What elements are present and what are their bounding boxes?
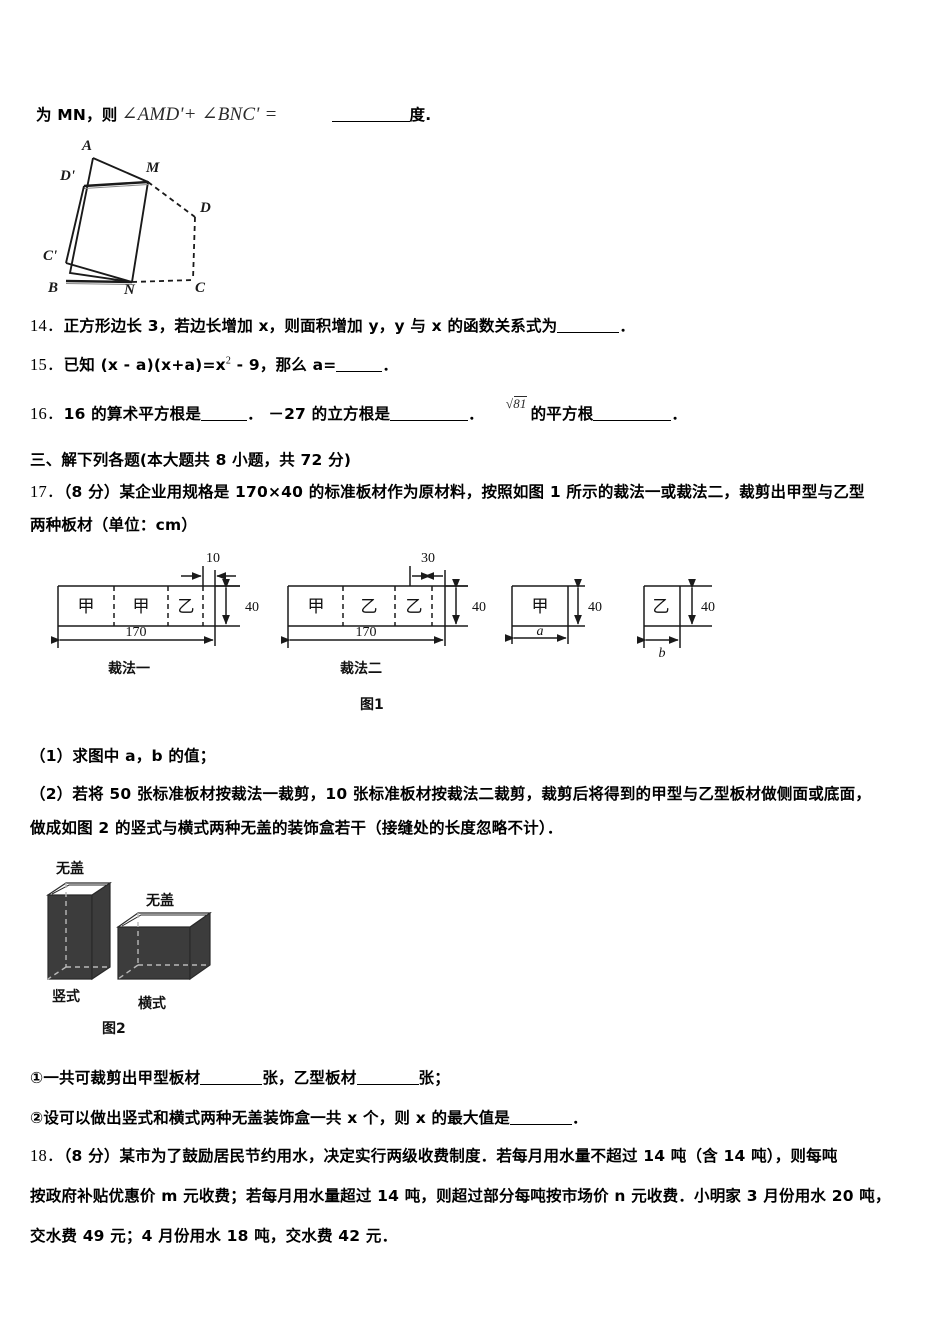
q17-text-line2: 两种板材（单位：cm） bbox=[30, 516, 198, 534]
q17-item2-text-b: ． bbox=[572, 1109, 588, 1127]
figure-2-caption: 图2 bbox=[102, 1021, 126, 1037]
section-3-title: 三、解下列各题(本大题共 8 小题，共 72 分) bbox=[30, 451, 352, 469]
plan-b-piece-3: 乙 bbox=[406, 597, 423, 617]
fig-fold-label-M: M bbox=[146, 160, 160, 176]
radical-bar bbox=[513, 396, 527, 397]
piece-a-width-label: a bbox=[537, 624, 544, 639]
piece-b-char: 乙 bbox=[653, 597, 670, 617]
q17-sub-1: （1）求图中 a，b 的值； bbox=[30, 746, 215, 766]
q15-number: 15． bbox=[30, 355, 64, 374]
box-vertical-top-label: 无盖 bbox=[56, 861, 84, 877]
q16-text-b: ． －27 的立方根是 bbox=[247, 405, 391, 423]
plan-b-width-label: 170 bbox=[356, 625, 377, 640]
box-horizontal-top-label: 无盖 bbox=[146, 893, 174, 909]
q16-blank-2[interactable] bbox=[390, 420, 469, 421]
plan-b-caption: 裁法二 bbox=[340, 661, 382, 677]
q17-score: （8 分） bbox=[63, 483, 120, 501]
q17-number: 17． bbox=[30, 482, 64, 501]
q17-item1-text-a: ①一共可裁剪出甲型板材 bbox=[30, 1069, 201, 1087]
fig-fold-label-A: A bbox=[82, 138, 93, 154]
box-vertical-name: 竖式 bbox=[52, 989, 80, 1005]
plan-a-height-label: 40 bbox=[245, 600, 259, 615]
q16-text-e: ． bbox=[671, 405, 688, 423]
question-14: 14．正方形边长 3，若边长增加 x，则面积增加 y，y 与 x 的函数关系式为… bbox=[30, 316, 635, 336]
q14-number: 14． bbox=[30, 316, 64, 335]
q15-period: ． bbox=[382, 356, 399, 374]
q14-answer-blank[interactable] bbox=[557, 332, 620, 333]
figure-folding-quadrilateral: A D' M D C' B N C bbox=[40, 138, 270, 308]
q14-text: 正方形边长 3，若边长增加 x，则面积增加 y，y 与 x 的函数关系式为 bbox=[63, 317, 558, 335]
q17-item1-blank-1[interactable] bbox=[200, 1084, 263, 1085]
question-17-line-2: 两种板材（单位：cm） bbox=[30, 515, 197, 535]
q16-blank-1[interactable] bbox=[201, 420, 248, 421]
piece-b-height-label: 40 bbox=[701, 600, 715, 615]
q17-sub-2-line-2: 做成如图 2 的竖式与横式两种无盖的装饰盒若干（接缝处的长度忽略不计）． bbox=[30, 818, 563, 838]
fig-fold-label-Dprime: D' bbox=[60, 168, 75, 184]
q17-text-line1: 某企业用规格是 170×40 的标准板材作为原材料，按照如图 1 所示的裁法一或… bbox=[119, 483, 865, 501]
piece-b-width-label: b bbox=[659, 646, 666, 661]
figure-2-boxes: 无盖 无盖 竖式 横式 图2 bbox=[30, 855, 280, 1050]
q15-text-b: - 9，那么 a= bbox=[231, 356, 337, 374]
q18-text-line1: 某市为了鼓励居民节约用水，决定实行两级收费制度．若每月用水量不超过 14 吨（含… bbox=[119, 1147, 838, 1165]
q17-sub2-text-2: 做成如图 2 的竖式与横式两种无盖的装饰盒若干（接缝处的长度忽略不计）． bbox=[30, 819, 563, 837]
q18-score: （8 分） bbox=[63, 1147, 120, 1165]
q13-suffix: 度. bbox=[409, 106, 432, 124]
q14-period: ． bbox=[619, 317, 636, 335]
piece-a-char: 甲 bbox=[532, 597, 549, 617]
fig-fold-label-N: N bbox=[124, 282, 135, 298]
plan-a-width-label: 170 bbox=[126, 625, 147, 640]
q15-answer-blank[interactable] bbox=[336, 371, 383, 372]
plan-b-piece-2: 乙 bbox=[361, 597, 378, 617]
plan-b-height-label: 40 bbox=[472, 600, 486, 615]
question-17-line-1: 17．（8 分）某企业用规格是 170×40 的标准板材作为原材料，按照如图 1… bbox=[30, 482, 865, 502]
q17-item1-text-b: 张，乙型板材 bbox=[262, 1069, 357, 1087]
plan-a-caption: 裁法一 bbox=[108, 661, 150, 677]
plan-a-piece-2: 甲 bbox=[133, 597, 150, 617]
q16-text-a: 16 的算术平方根是 bbox=[63, 405, 202, 423]
piece-a-height-label: 40 bbox=[588, 600, 602, 615]
sqrt-81-symbol: √81 bbox=[505, 396, 527, 411]
plan-b-gap-label: 30 bbox=[421, 551, 435, 566]
q17-item-2: ②设可以做出竖式和横式两种无盖装饰盒一共 x 个，则 x 的最大值是 ． bbox=[30, 1108, 588, 1128]
q13-answer-blank[interactable] bbox=[331, 121, 410, 122]
question-18-line-3: 交水费 49 元；4 月份用水 18 吨，交水费 42 元． bbox=[30, 1226, 397, 1246]
q15-exponent: 2 bbox=[225, 355, 232, 367]
plan-a-piece-1: 甲 bbox=[78, 597, 95, 617]
q13-prefix: 为 MN，则 bbox=[36, 106, 118, 124]
question-15: 15．已知 (x - a)(x+a)=x2 - 9，那么 a= ． bbox=[30, 355, 398, 375]
q17-sub-2-line-1: （2）若将 50 张标准板材按裁法一裁剪，10 张标准板材按裁法二裁剪，裁剪后将… bbox=[30, 784, 871, 804]
plan-b-piece-1: 甲 bbox=[308, 597, 325, 617]
q18-text-line3: 交水费 49 元；4 月份用水 18 吨，交水费 42 元． bbox=[30, 1227, 398, 1245]
question-16: 16．16 的算术平方根是 ． －27 的立方根是 ． √81 的平方根 ． bbox=[30, 396, 687, 424]
figure-1-cutting-plans: 甲 甲 乙 10 40 170 甲 乙 乙 30 40 170 甲 40 a 乙… bbox=[40, 540, 740, 720]
fig-fold-label-Cprime: C' bbox=[43, 248, 58, 264]
q17-item-1: ①一共可裁剪出甲型板材 张，乙型板材 张； bbox=[30, 1068, 450, 1088]
q17-item2-blank[interactable] bbox=[510, 1124, 573, 1125]
q17-item1-blank-2[interactable] bbox=[356, 1084, 419, 1085]
box-horizontal-name: 横式 bbox=[138, 996, 166, 1012]
fig-fold-label-D: D bbox=[200, 200, 211, 216]
fig-fold-label-C: C bbox=[195, 280, 206, 296]
q18-text-line2: 按政府补贴优惠价 m 元收费；若每月用水量超过 14 吨，则超过部分每吨按市场价… bbox=[30, 1187, 891, 1205]
q17-item1-text-c: 张； bbox=[418, 1069, 450, 1087]
section-3-heading: 三、解下列各题(本大题共 8 小题，共 72 分) bbox=[30, 450, 351, 470]
question-18-line-2: 按政府补贴优惠价 m 元收费；若每月用水量超过 14 吨，则超过部分每吨按市场价… bbox=[30, 1186, 891, 1206]
q16-text-c: ． bbox=[468, 405, 484, 423]
question-18-line-1: 18．（8 分）某市为了鼓励居民节约用水，决定实行两级收费制度．若每月用水量不超… bbox=[30, 1146, 838, 1166]
q13-formula: ∠AMD'+ ∠BNC' = bbox=[121, 104, 278, 125]
q16-blank-3[interactable] bbox=[593, 420, 672, 421]
figure-1-caption: 图1 bbox=[360, 697, 384, 713]
plan-a-piece-3: 乙 bbox=[178, 597, 195, 617]
fig-fold-label-B: B bbox=[48, 280, 59, 296]
q16-text-d: 的平方根 bbox=[530, 405, 594, 423]
q17-sub2-text-1: （2）若将 50 张标准板材按裁法一裁剪，10 张标准板材按裁法二裁剪，裁剪后将… bbox=[30, 785, 872, 803]
q15-text-a: 已知 (x - a)(x+a)=x bbox=[63, 356, 226, 374]
q18-number: 18． bbox=[30, 1146, 64, 1165]
q13-tail-line: 为 MN，则∠AMD'+ ∠BNC' = 度. bbox=[36, 104, 431, 127]
q16-number: 16． bbox=[30, 404, 64, 423]
q17-sub1-text: （1）求图中 a，b 的值； bbox=[30, 747, 216, 765]
radicand: 81 bbox=[513, 396, 527, 411]
q17-item2-text-a: ②设可以做出竖式和横式两种无盖装饰盒一共 x 个，则 x 的最大值是 bbox=[30, 1109, 511, 1127]
plan-a-gap-label: 10 bbox=[206, 551, 220, 566]
